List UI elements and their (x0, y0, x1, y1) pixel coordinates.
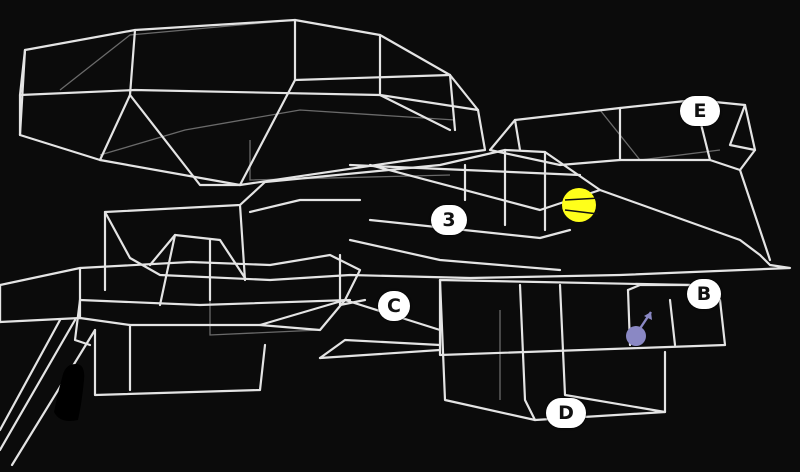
player-avatar-icon[interactable] (626, 311, 652, 346)
right-upper-structure (488, 98, 772, 262)
marker-c[interactable]: C (378, 291, 410, 321)
marker-d[interactable]: D (546, 398, 586, 428)
left-base (0, 233, 367, 397)
middle-shelf (103, 148, 792, 292)
yellow-light-icon[interactable] (562, 188, 601, 222)
upper-platform (18, 18, 487, 187)
marker-e[interactable]: E (680, 96, 720, 126)
marker-3[interactable]: 3 (431, 205, 467, 235)
shadow-silhouette (54, 364, 85, 421)
marker-b[interactable]: B (687, 279, 721, 309)
walkway (0, 318, 97, 467)
